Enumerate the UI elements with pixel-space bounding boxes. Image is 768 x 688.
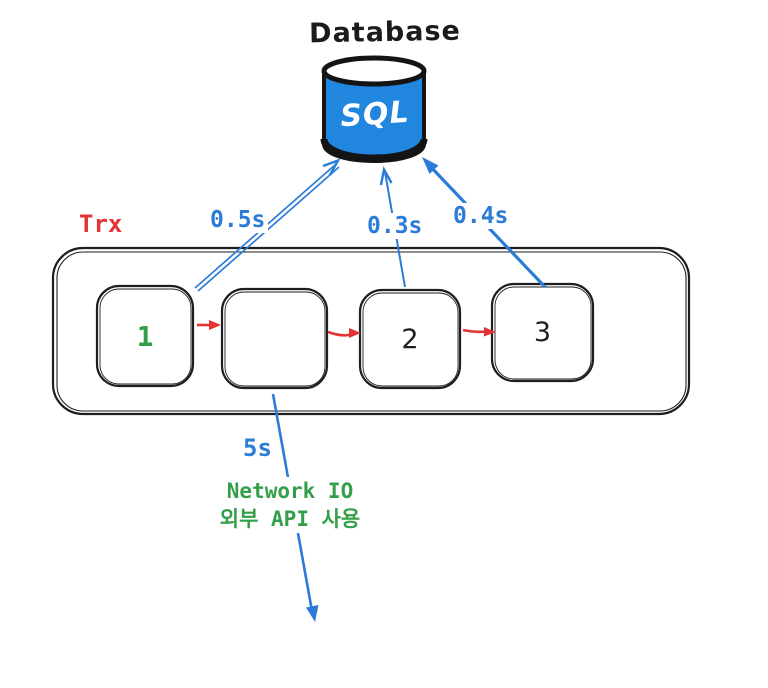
step-box-1-label: 1 [136, 319, 154, 353]
network-note: Network IO 외부 API 사용 [196, 477, 384, 533]
step-box-3 [358, 288, 462, 390]
flow-arrow-3 [462, 327, 496, 337]
step-box-1 [95, 284, 195, 388]
timing-label-db-call-3: 0.4s [450, 203, 512, 229]
sql-label: SQL [339, 94, 411, 135]
flow-arrow-2 [327, 328, 361, 338]
transaction-label: Trx [79, 210, 123, 238]
transaction-container [51, 246, 691, 416]
flow-arrow-1 [197, 320, 221, 330]
network-note-line2: 외부 API 사용 [219, 507, 361, 531]
database-cylinder-icon [320, 55, 428, 164]
step-box-4-label: 3 [533, 316, 552, 348]
timing-label-network-call: 5s [243, 434, 272, 462]
network-note-line1: Network IO [226, 479, 354, 503]
step-box-2 [220, 287, 329, 390]
database-title: Database [308, 15, 462, 50]
timing-label-db-call-2: 0.3s [364, 213, 426, 239]
step-box-3-label: 2 [401, 323, 419, 355]
timing-label-db-call-1: 0.5s [207, 207, 269, 233]
